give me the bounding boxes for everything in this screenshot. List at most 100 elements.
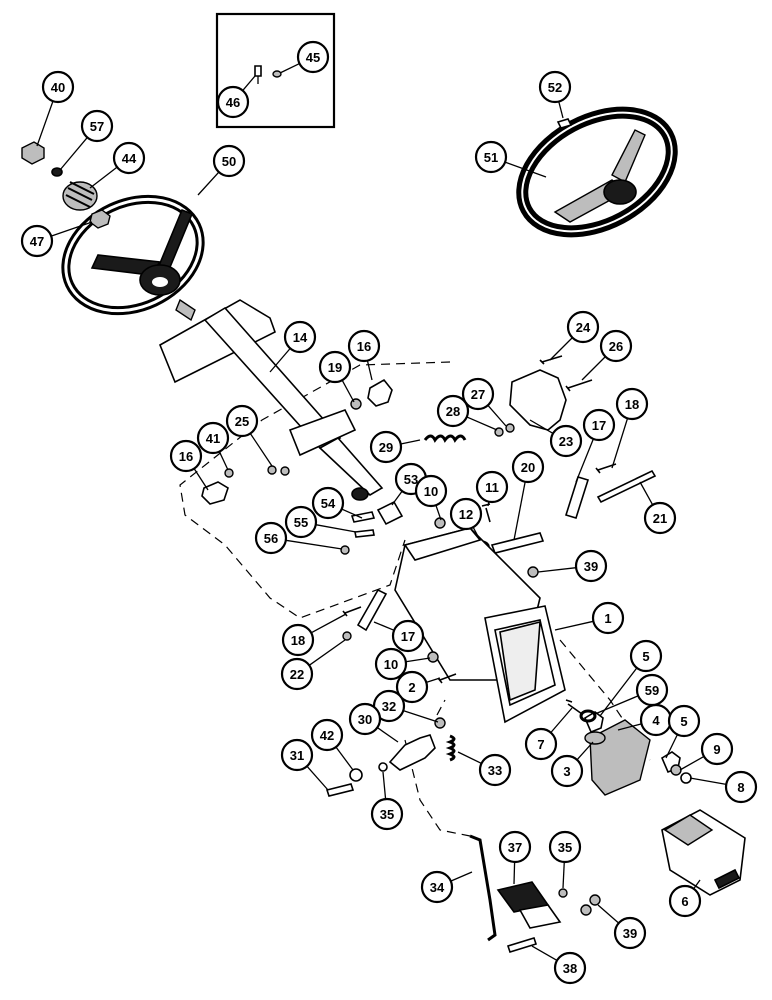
callout-20: 20 [511, 450, 545, 484]
callout-label: 7 [537, 737, 544, 752]
callout-38: 38 [553, 951, 587, 985]
rod-34 [469, 834, 497, 942]
callout-label: 56 [264, 531, 278, 546]
leader-line-33 [457, 751, 482, 765]
callout-label: 53 [404, 472, 418, 487]
callout-44: 44 [112, 141, 146, 175]
nut-39-top [527, 566, 539, 578]
leader-line-30 [376, 727, 399, 743]
callout-label: 24 [576, 320, 591, 335]
leader-line-35 [382, 771, 387, 800]
leader-line-32 [403, 710, 439, 723]
dashed-pedal-link-line [404, 739, 471, 837]
callout-circle [574, 549, 608, 583]
callout-label: 19 [328, 360, 342, 375]
callout-33: 33 [478, 753, 512, 787]
callout-circle [284, 505, 318, 539]
callout-35: 35 [370, 797, 404, 831]
nut-22 [342, 631, 352, 641]
callout-circle [296, 40, 330, 74]
callout-circle [498, 830, 532, 864]
nut-25b [280, 466, 290, 476]
inset-frame [215, 12, 336, 129]
callout-label: 16 [179, 449, 193, 464]
leader-line-24 [549, 337, 573, 361]
callout-label: 12 [459, 507, 473, 522]
leader-line-47 [50, 221, 93, 237]
callout-circle [370, 797, 404, 831]
lever-30 [388, 734, 436, 771]
callout-label: 42 [320, 728, 334, 743]
callout-circle [225, 404, 259, 438]
callout-22: 22 [280, 657, 314, 691]
callout-39: 39 [613, 916, 647, 950]
nut-39-bottom-a [589, 894, 601, 906]
callout-9: 9 [700, 732, 734, 766]
callout-12: 12 [449, 497, 483, 531]
callout-35: 35 [548, 830, 582, 864]
callout-label: 21 [653, 511, 667, 526]
callout-label: 50 [222, 154, 236, 169]
callout-circle [281, 623, 315, 657]
callout-circle [524, 727, 558, 761]
pin-55 [354, 529, 375, 538]
leader-line-52 [558, 101, 564, 119]
callout-label: 28 [446, 404, 460, 419]
nut-10-top [434, 517, 446, 529]
plate-4 [589, 719, 651, 796]
plate-17-right [564, 476, 590, 519]
callout-circle [41, 70, 75, 104]
leader-line-51 [504, 161, 547, 178]
callout-circle [369, 430, 403, 464]
callout-26: 26 [599, 329, 633, 363]
callout-31: 31 [280, 738, 314, 772]
callout-17: 17 [391, 619, 425, 653]
callout-label: 5 [680, 714, 687, 729]
callout-2: 2 [395, 670, 429, 704]
leader-line-39 [537, 567, 577, 573]
callout-circle [169, 439, 203, 473]
callout-label: 46 [226, 95, 240, 110]
leader-line-5 [665, 734, 679, 759]
callout-label: 18 [625, 397, 639, 412]
callout-6: 6 [668, 884, 702, 918]
callout-label: 47 [30, 234, 44, 249]
dashed-assembly-outline [179, 361, 451, 619]
callout-52: 52 [538, 70, 572, 104]
leader-line-25 [249, 433, 273, 467]
callout-circle [582, 408, 616, 442]
callout-circle [613, 916, 647, 950]
steering-column-14 [158, 298, 384, 501]
nut-41 [224, 468, 234, 478]
callout-circle [20, 224, 54, 258]
callout-circle [374, 647, 408, 681]
leader-line-1 [554, 620, 594, 631]
washer-35-right [558, 888, 568, 898]
callout-4: 4 [639, 703, 673, 737]
bolt-7 [565, 699, 583, 715]
callout-circle [461, 377, 495, 411]
callout-label: 17 [401, 629, 415, 644]
bolt-24 [539, 355, 563, 365]
callout-label: 39 [584, 559, 598, 574]
leader-line-21 [639, 481, 654, 506]
callout-circle [420, 870, 454, 904]
leader-line-45 [279, 62, 300, 74]
callout-label: 34 [430, 880, 445, 895]
callout-37: 37 [498, 830, 532, 864]
callout-label: 23 [559, 434, 573, 449]
callout-circle [629, 639, 663, 673]
callout-8: 8 [724, 770, 758, 804]
callout-label: 5 [642, 649, 649, 664]
callout-circle [668, 884, 702, 918]
nut-27 [505, 423, 515, 433]
callout-circle [615, 387, 649, 421]
callout-label: 9 [713, 742, 720, 757]
coupling-53 [376, 500, 404, 526]
callout-16: 16 [169, 439, 203, 473]
callout-label: 57 [90, 119, 104, 134]
leader-line-10 [405, 657, 431, 663]
leader-line-16 [193, 468, 209, 491]
leader-line-57 [59, 137, 88, 171]
